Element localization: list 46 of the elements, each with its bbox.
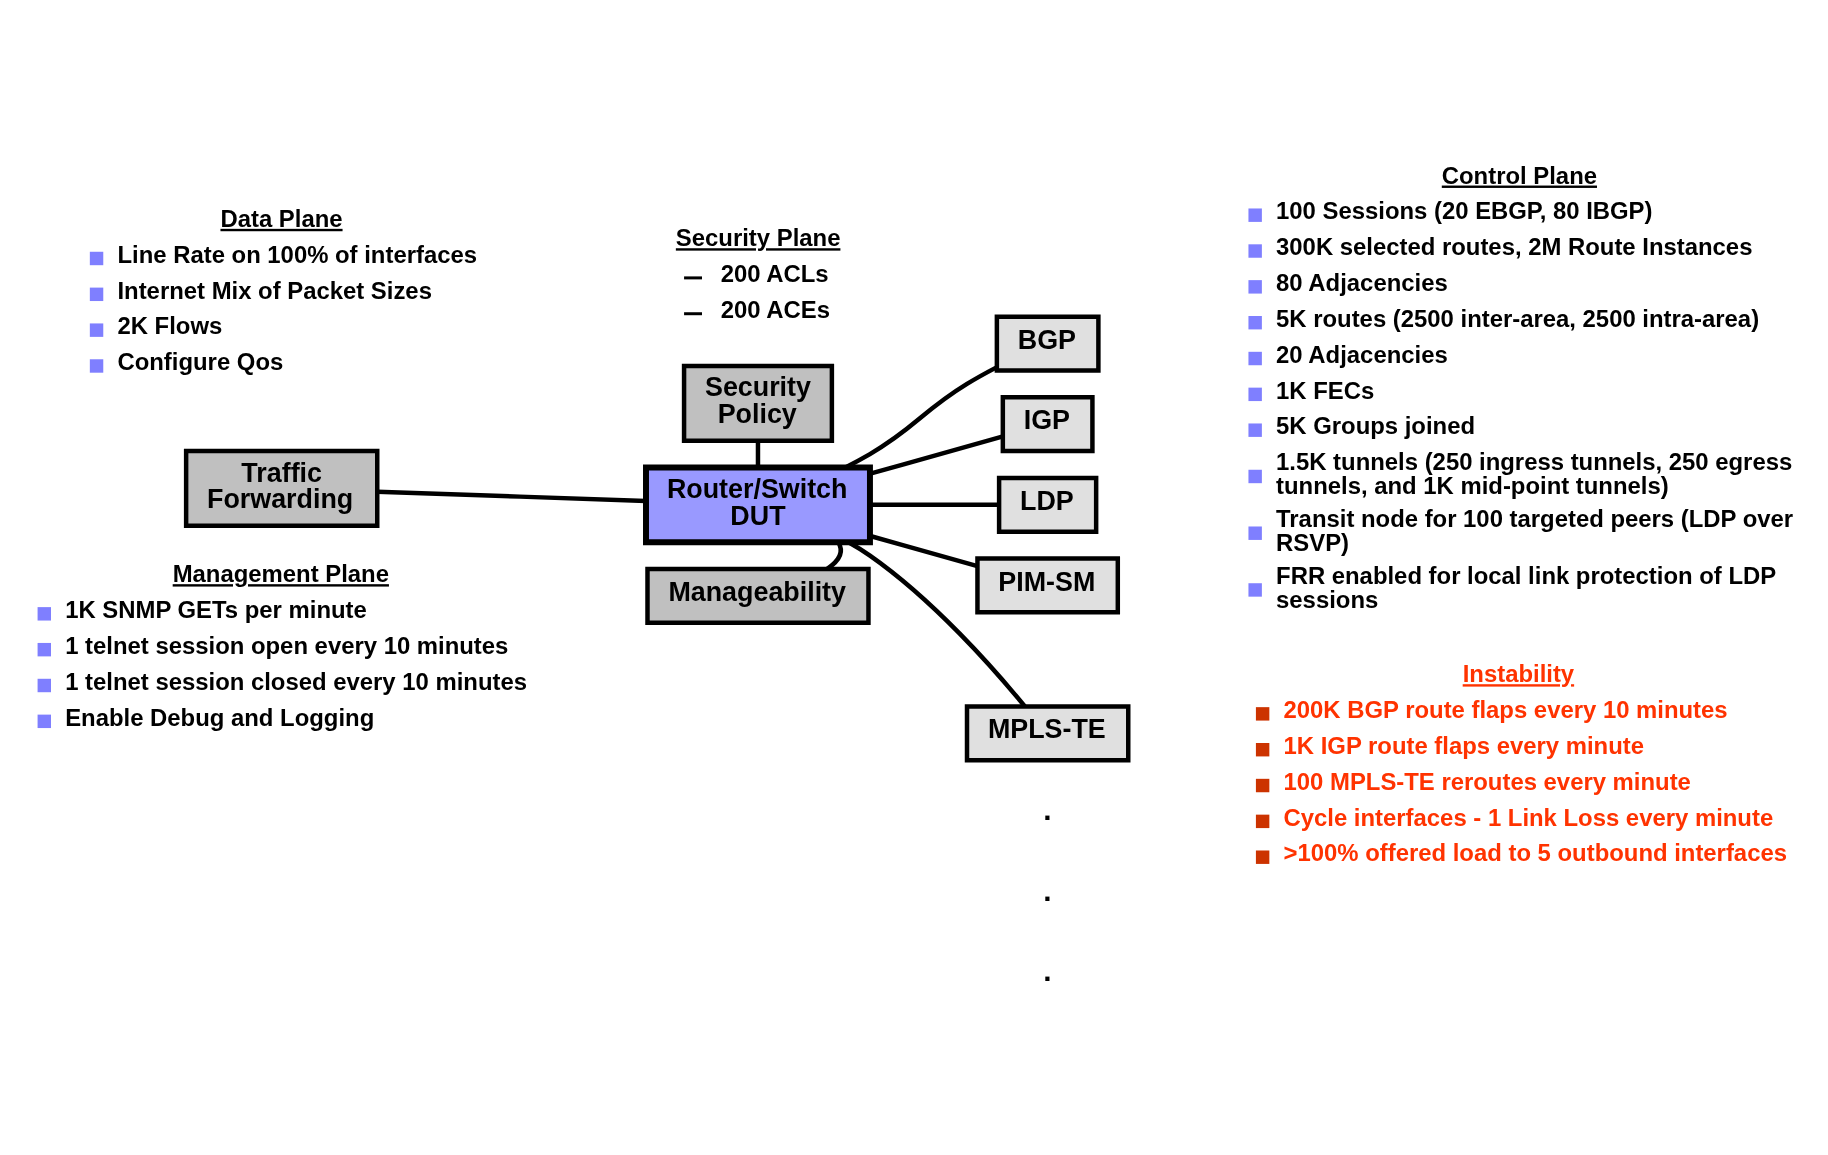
label: 80 Adjacencies [1276, 268, 1448, 296]
label: Configure Qos [117, 347, 284, 375]
label: 200 ACEs [720, 295, 830, 323]
connector [870, 502, 999, 507]
node-box: IGP [1000, 394, 1095, 453]
label: >100% offered load to 5 outbound interfaces [1283, 838, 1787, 866]
label: 1 telnet session open every 10 minutes [65, 631, 509, 659]
node-box: PIM-SM [975, 555, 1121, 615]
label: 100 Sessions (20 EBGP, 80 IBGP) [1276, 196, 1653, 224]
node-box: LDP [996, 475, 1099, 534]
label: Data Plane [220, 204, 343, 232]
label: Control Plane [1441, 161, 1597, 189]
label: . [1043, 792, 1052, 826]
label: 1.5K tunnels (250 ingress tunnels, 250 egress tunnels, and 1K mid-point tunnels) [1276, 447, 1793, 499]
connector [869, 533, 979, 568]
label: 5K routes (2500 inter-area, 2500 intra-area) [1276, 304, 1760, 332]
label: Transit node for 100 targeted peers (LDP over RSVP) [1276, 504, 1794, 556]
label: Line Rate on 100% of interfaces [117, 240, 478, 268]
connector [755, 440, 761, 467]
connector [869, 433, 1003, 476]
node-box: Router/Switch DUT [643, 464, 873, 545]
label: 2K Flows [117, 311, 223, 339]
label: 200K BGP route flaps every 10 minutes [1283, 695, 1728, 723]
label: Management Plane [172, 559, 389, 587]
label: Security Plane [675, 223, 841, 251]
label: 300K selected routes, 2M Route Instances [1276, 232, 1753, 260]
node-box: Security Policy [681, 363, 835, 443]
label: FRR enabled for local link protection of LDP sessions [1276, 561, 1777, 613]
node-box: Manageability [645, 566, 871, 625]
node-box: Traffic Forwarding [183, 448, 380, 528]
node-box: BGP [994, 314, 1101, 373]
label: 20 Adjacencies [1276, 340, 1448, 368]
label: 200 ACLs [720, 259, 829, 287]
node-box: MPLS-TE [964, 703, 1131, 762]
label: 1K FECs [1276, 376, 1375, 404]
label: 100 MPLS-TE reroutes every minute [1283, 767, 1691, 795]
label: 1K SNMP GETs per minute [65, 595, 367, 623]
label: Enable Debug and Logging [65, 703, 375, 731]
label: . [1043, 873, 1052, 906]
label: Internet Mix of Packet Sizes [117, 276, 432, 303]
label: 1K IGP route flaps every minute [1283, 731, 1644, 759]
label: 1 telnet session closed every 10 minutes [65, 667, 528, 695]
label: . [1043, 953, 1052, 987]
label: Cycle interfaces - 1 Link Loss every minute [1283, 803, 1774, 831]
label: Instability [1462, 659, 1575, 687]
label: 5K Groups joined [1276, 411, 1476, 439]
